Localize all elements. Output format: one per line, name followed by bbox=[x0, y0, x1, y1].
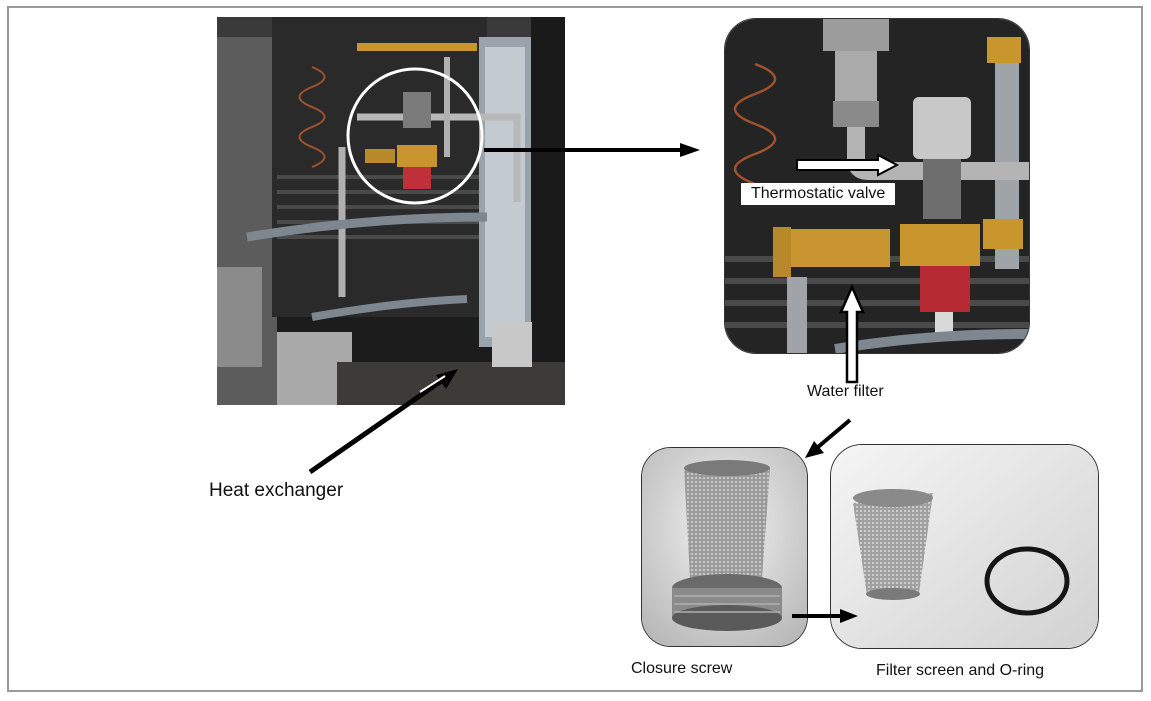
water-filter-arrow bbox=[839, 283, 865, 384]
filter-screen-oring-label: Filter screen and O-ring bbox=[876, 662, 1045, 679]
parts-arrow bbox=[792, 609, 858, 623]
heat-exchanger-label: Heat exchanger bbox=[209, 480, 344, 501]
water-filter-label: Water filter bbox=[807, 383, 884, 400]
filter-disassembly-arrow bbox=[805, 418, 852, 458]
zoom-arrow bbox=[484, 143, 700, 157]
closure-screw-photo bbox=[641, 447, 808, 647]
closure-screw-label: Closure screw bbox=[631, 660, 733, 677]
thermostatic-valve-arrow bbox=[796, 153, 900, 177]
thermostatic-valve-label: Thermostatic valve bbox=[741, 183, 896, 205]
heat-exchanger-arrow bbox=[308, 369, 458, 475]
unit-interior-photo bbox=[217, 17, 565, 405]
figure-frame bbox=[7, 6, 1143, 692]
filter-screen-oring-photo bbox=[830, 444, 1099, 649]
